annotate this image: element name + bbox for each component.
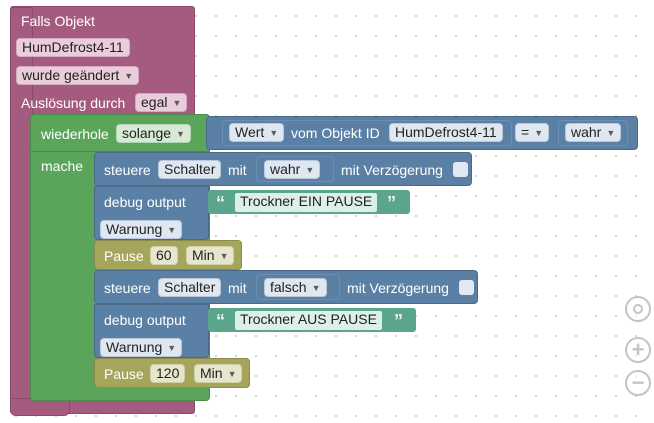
quote-close-icon: ” (394, 311, 403, 331)
control-target: Schalter (164, 279, 216, 295)
control-with-label: mit (228, 280, 247, 296)
pause-amount-field[interactable]: 120 (150, 364, 186, 383)
delay-checkbox[interactable] (459, 280, 474, 295)
quote-open-icon: “ (216, 193, 225, 213)
debug-text-field[interactable]: Trockner AUS PAUSE (235, 311, 382, 330)
zoom-out-glyph: − (631, 370, 645, 395)
pause-amount-field[interactable]: 60 (150, 246, 178, 265)
pause-label: Pause (104, 248, 144, 264)
control-target: Schalter (164, 161, 216, 177)
bool-value: wahr (270, 161, 301, 177)
chevron-down-icon: ▼ (311, 283, 321, 293)
compare-value: wahr (571, 124, 602, 140)
control-label: steuere (104, 162, 151, 178)
debug-level-dropdown[interactable]: Warnung ▼ (100, 220, 183, 239)
debug-output-block[interactable] (94, 186, 209, 240)
loop-do-label: mache (41, 158, 84, 174)
delay-label: mit Verzögerung (341, 162, 443, 178)
quote-close-icon: ” (387, 193, 396, 213)
chevron-down-icon: ▼ (167, 225, 177, 235)
chevron-down-icon: ▼ (219, 251, 229, 261)
pause-unit: Min (200, 365, 223, 381)
minus-icon[interactable]: − (625, 370, 651, 396)
trigger-condition-value: wurde geändert (22, 67, 120, 83)
value-field: Wert (235, 124, 265, 140)
debug-text: Trockner EIN PAUSE (240, 193, 373, 209)
trigger-by-dropdown[interactable]: egal ▼ (135, 93, 188, 112)
loop-repeat-label: wiederhole (41, 126, 109, 142)
bool-value-dropdown[interactable]: wahr ▼ (264, 160, 321, 179)
bool-value: falsch (270, 279, 307, 295)
plus-icon[interactable]: + (625, 337, 651, 363)
trigger-object-id: HumDefrost4-11 (22, 39, 124, 55)
operator-value: = (521, 124, 530, 140)
loop-mode-dropdown[interactable]: solange ▼ (116, 124, 191, 143)
debug-level: Warnung (106, 221, 163, 237)
chevron-down-icon: ▼ (227, 369, 237, 379)
target-icon[interactable] (625, 296, 651, 322)
value-field-dropdown[interactable]: Wert ▼ (229, 123, 285, 142)
target-inner-icon (633, 304, 643, 314)
control-target-field[interactable]: Schalter (158, 160, 222, 179)
bool-value-dropdown[interactable]: falsch ▼ (264, 278, 327, 297)
debug-level: Warnung (106, 339, 163, 355)
operator-dropdown[interactable]: =▼ (515, 123, 550, 142)
chevron-down-icon: ▼ (172, 98, 182, 108)
chevron-down-icon: ▼ (606, 128, 616, 138)
debug-label: debug output (104, 194, 186, 210)
chevron-down-icon: ▼ (534, 128, 544, 138)
condition-object-id: HumDefrost4-11 (395, 124, 497, 140)
chevron-down-icon: ▼ (167, 343, 177, 353)
pause-amount: 120 (156, 365, 180, 381)
compare-value-dropdown[interactable]: wahr ▼ (565, 123, 622, 142)
of-object-label: vom Objekt ID (291, 125, 380, 141)
control-with-label: mit (228, 162, 247, 178)
delay-label: mit Verzögerung (347, 280, 449, 296)
pause-unit: Min (192, 247, 215, 263)
pause-amount: 60 (156, 247, 172, 263)
loop-mode-value: solange (122, 125, 172, 141)
debug-text: Trockner AUS PAUSE (240, 311, 377, 327)
debug-text-field[interactable]: Trockner EIN PAUSE (235, 193, 378, 212)
chevron-down-icon: ▼ (124, 71, 134, 81)
pause-unit-dropdown[interactable]: Min ▼ (186, 246, 235, 265)
zoom-in-glyph: + (631, 337, 645, 362)
trigger-object-id-field[interactable]: HumDefrost4-11 (16, 38, 130, 57)
trigger-condition-dropdown[interactable]: wurde geändert ▼ (16, 66, 140, 85)
chevron-down-icon: ▼ (305, 165, 315, 175)
pause-unit-dropdown[interactable]: Min ▼ (194, 364, 243, 383)
control-target-field[interactable]: Schalter (158, 278, 222, 297)
trigger-by-label: Auslösung durch (21, 95, 126, 111)
trigger-by-value: egal (141, 94, 168, 110)
quote-open-icon: “ (216, 311, 225, 331)
condition-object-id-field[interactable]: HumDefrost4-11 (389, 123, 503, 142)
trigger-title: Falls Objekt (21, 13, 95, 29)
delay-checkbox[interactable] (453, 162, 468, 177)
chevron-down-icon: ▼ (269, 128, 279, 138)
debug-label: debug output (104, 312, 186, 328)
control-label: steuere (104, 280, 151, 296)
chevron-down-icon: ▼ (176, 129, 185, 139)
debug-level-dropdown[interactable]: Warnung ▼ (100, 338, 183, 357)
pause-label: Pause (104, 366, 144, 382)
